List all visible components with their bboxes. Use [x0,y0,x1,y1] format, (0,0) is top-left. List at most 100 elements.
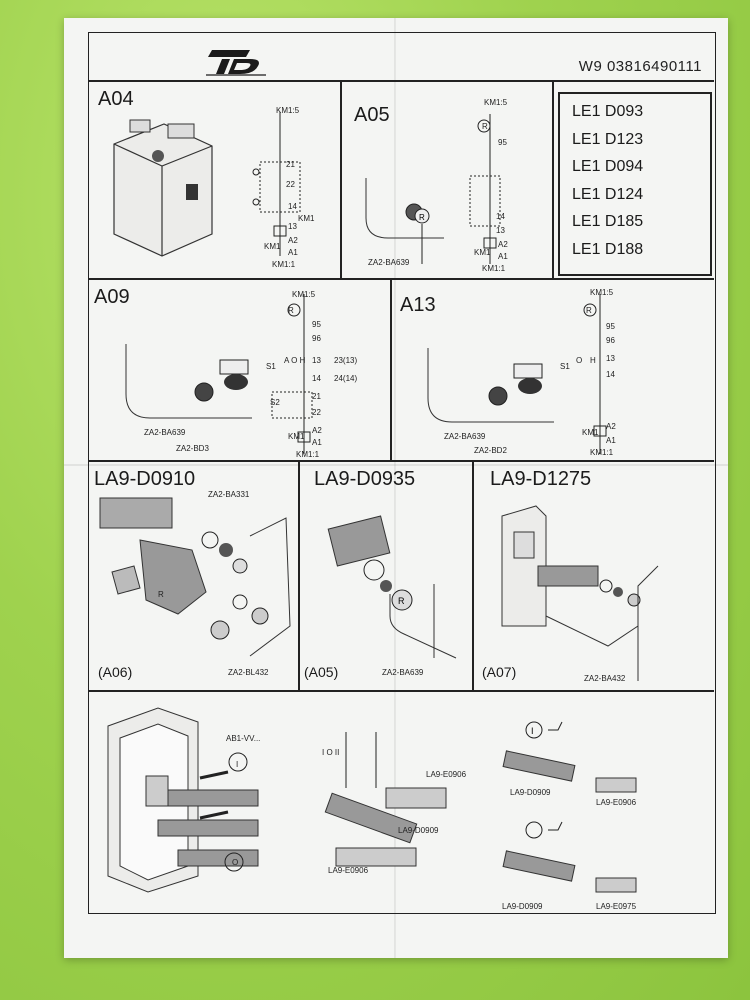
a05-term-3: 95 [498,138,507,147]
a04-term-1: KM1:5 [276,106,300,115]
a05-term-4: 14 [496,212,505,221]
la9-d0910-ref: (A06) [98,664,133,680]
a09-part-2: ZA2-BD3 [176,444,209,453]
brand-logo-icon [206,50,266,76]
la9-d1275-ref: (A07) [482,664,517,680]
instruction-sheet: W9 03816490111 A04 KM1:5 21 22 14 KM1 13… [64,18,728,958]
a05-part: ZA2-BA639 [368,258,410,267]
a13-term-2: R [586,306,592,315]
bottom-part-3: LA9-E0906 [328,866,369,875]
switch-labels: I O II [322,748,340,757]
a13-term-3: 95 [606,322,615,331]
model-item: LE1 D094 [572,158,644,175]
document-number: W9 03816490111 [578,58,702,75]
la9-d0935-part: ZA2-BA639 [382,668,424,677]
divider [340,82,342,278]
divider [88,460,714,462]
divider [472,462,474,690]
a09-term-5: S1 [266,362,276,371]
panel-label-a04: A04 [98,88,134,110]
model-item: LE1 D124 [572,185,644,203]
a09-term-12: 21 [312,392,321,401]
header-divider [88,80,714,82]
a04-term-2: 21 [286,160,295,169]
a09-term-13: 22 [312,408,321,417]
enclosure-with-auxiliary-contacts-icon [107,707,259,893]
a05-term-1: KM1:5 [484,98,508,107]
bottom-part-7: LA9-E0975 [596,902,637,911]
model-list: LE1 D093 LE1 D123 LE1 D094 LE1 D124 LE1 … [558,92,712,276]
a13-term-13: KM1:1 [590,448,614,457]
a13-term-7: H [590,356,596,365]
a04-term-3: 22 [286,180,295,189]
a09-part-1: ZA2-BA639 [144,428,186,437]
selector-drawing-icon [125,344,252,419]
divider [88,278,714,280]
divider [88,690,714,692]
pushbutton-drawing-icon: R [365,178,444,264]
a09-term-4: 96 [312,334,321,343]
panel-label-la9-d1275: LA9-D1275 [490,468,592,490]
a13-term-8: 13 [606,354,615,363]
a09-term-16: A1 [312,438,322,447]
model-item: LE1 D123 [572,130,644,148]
divider [552,82,554,278]
a04-term-9: A1 [288,248,298,257]
legend-o: O [232,858,239,867]
la9-d0910-exploded-drawing-icon [99,497,291,657]
bottom-part-1: LA9-E0906 [426,770,467,779]
a04-term-8: KM1 [264,242,281,251]
a04-wiring-diagram [252,112,301,256]
a04-term-5: KM1 [298,214,315,223]
la9-d0910-part-bottom: ZA2-BL432 [228,668,269,677]
a13-term-4: 96 [606,336,615,345]
a13-term-12: A1 [606,436,616,445]
a09-term-8: 23(13) [334,356,358,365]
a09-term-9: 24(14) [334,374,358,383]
a04-term-10: KM1:1 [272,260,296,269]
svg-text:R: R [398,596,405,606]
a13-wiring-diagram [583,294,607,454]
a05-term-8: A1 [498,252,508,261]
a09-term-11: S2 [270,398,280,407]
a05-term-7: KM1 [474,248,491,257]
ab1-label: AB1-VV... [226,734,261,743]
a09-term-2: R [288,306,294,315]
a09-wiring-diagram [271,294,313,454]
a13-term-1: KM1:5 [590,288,614,297]
a05-term-5: 13 [496,226,505,235]
switch-wiring-diagram-icon [324,732,447,867]
auxiliary-contact-assembly-icon: I [502,721,637,893]
a09-term-1: KM1:5 [292,290,316,299]
panel-label-la9-d0910: LA9-D0910 [94,468,196,490]
a13-term-9: 14 [606,370,615,379]
la9-d1275-exploded-drawing-icon [501,505,659,681]
a09-term-14: A2 [312,426,322,435]
legend-i: I [236,760,239,769]
bottom-part-5: LA9-E0906 [596,798,637,807]
bottom-part-6: LA9-D0909 [502,902,543,911]
a09-term-6: A O H [284,356,306,365]
a04-term-7: A2 [288,236,298,245]
a04-term-4: 14 [288,202,297,211]
model-item: LE1 D188 [572,240,644,258]
a09-term-7: 13 [312,356,321,365]
a13-term-10: A2 [606,422,616,431]
a09-term-17: KM1:1 [296,450,320,459]
selector-drawing-icon [427,348,554,423]
model-item: LE1 D093 [572,103,644,120]
a05-wiring-diagram [469,114,501,264]
divider [298,462,300,690]
a13-term-11: KM1 [582,428,599,437]
a13-term-6: O [576,356,583,365]
a13-part-2: ZA2-BD2 [474,446,507,455]
panel-label-a09: A09 [94,286,130,308]
a05-term-6: A2 [498,240,508,249]
a13-term-5: S1 [560,362,570,371]
la9-d0910-part-top: ZA2-BA331 [208,490,250,499]
svg-text:R: R [419,213,425,222]
la9-d1275-part: ZA2-BA432 [584,674,626,683]
a05-term-9: KM1:1 [482,264,506,273]
la9-d0910-marker: R [158,590,164,599]
la9-d0935-exploded-drawing-icon: R [327,515,457,659]
